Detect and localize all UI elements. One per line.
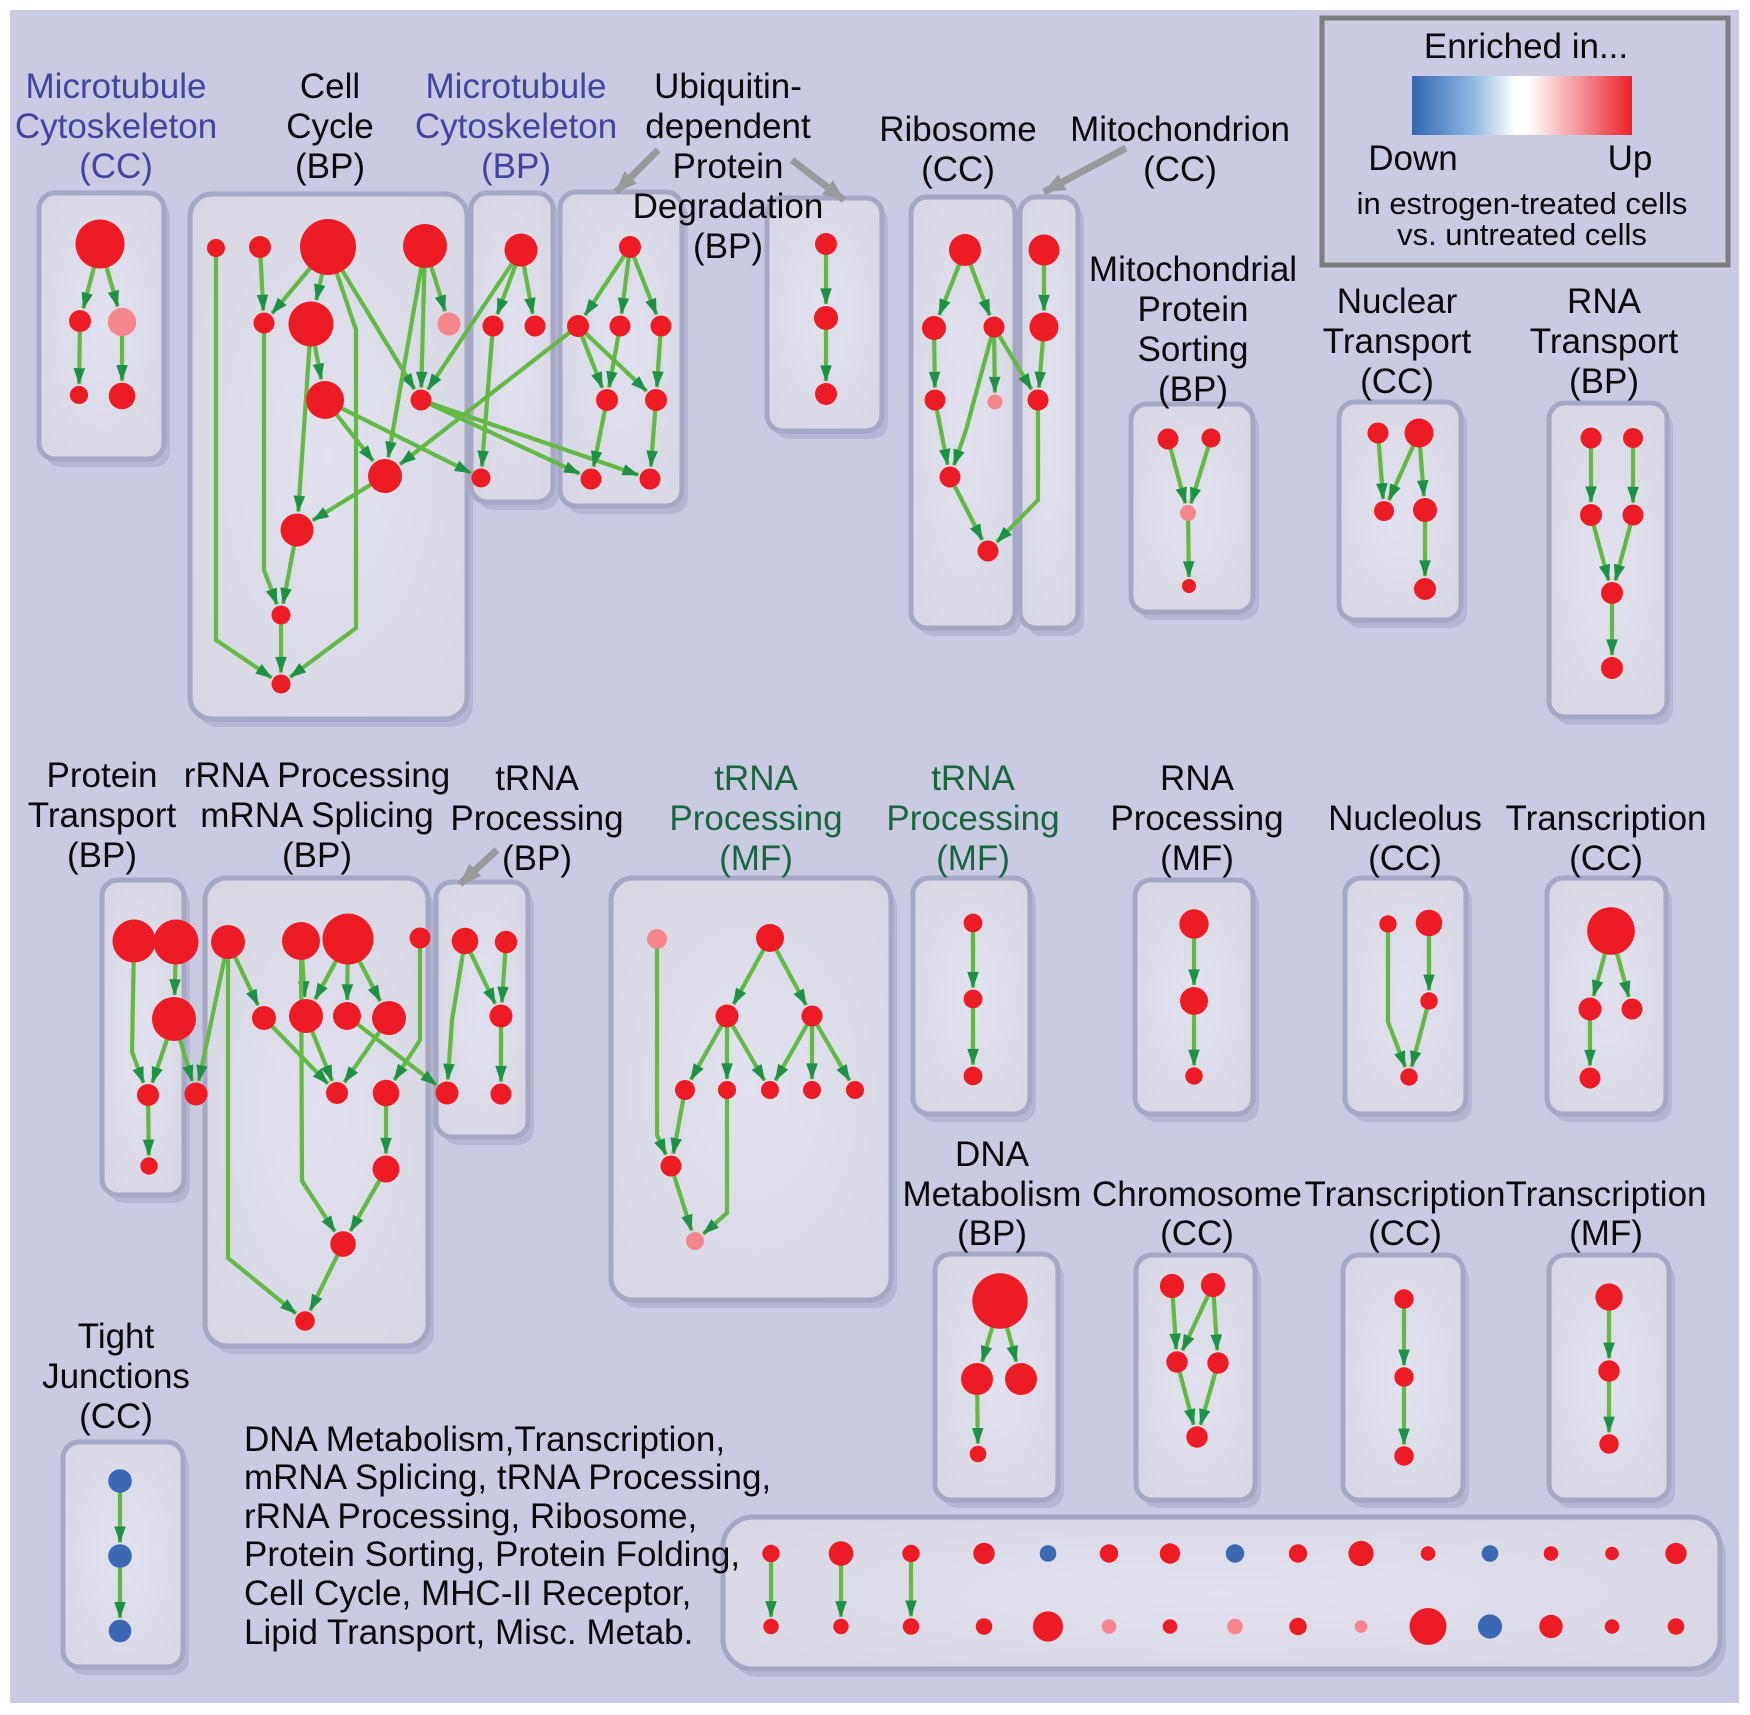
svg-text:RNA: RNA — [1567, 282, 1642, 321]
svg-text:vs. untreated cells: vs. untreated cells — [1397, 217, 1647, 252]
svg-text:Transcription: Transcription — [1305, 1175, 1506, 1214]
svg-text:tRNA: tRNA — [714, 759, 798, 798]
svg-text:(MF): (MF) — [1160, 839, 1234, 878]
svg-text:Microtubule: Microtubule — [26, 67, 207, 106]
svg-text:Up: Up — [1608, 139, 1653, 178]
svg-text:in estrogen-treated cells: in estrogen-treated cells — [1357, 186, 1688, 221]
svg-text:(CC): (CC) — [1368, 1214, 1442, 1253]
svg-text:Cell: Cell — [300, 67, 360, 106]
svg-text:Transport: Transport — [28, 796, 177, 835]
svg-text:(CC): (CC) — [1160, 1214, 1234, 1253]
svg-text:mRNA Splicing: mRNA Splicing — [200, 796, 433, 835]
svg-text:(BP): (BP) — [502, 839, 572, 878]
svg-text:Mitochondrial: Mitochondrial — [1089, 250, 1297, 289]
svg-text:Chromosome: Chromosome — [1092, 1175, 1302, 1214]
svg-text:mRNA Splicing, tRNA Processing: mRNA Splicing, tRNA Processing, — [244, 1458, 771, 1497]
svg-text:tRNA: tRNA — [931, 759, 1015, 798]
svg-text:Metabolism: Metabolism — [903, 1175, 1082, 1214]
svg-text:(CC): (CC) — [1569, 839, 1643, 878]
svg-text:Protein Sorting, Protein Foldi: Protein Sorting, Protein Folding, — [244, 1535, 740, 1574]
svg-text:(MF): (MF) — [1569, 1214, 1643, 1253]
svg-text:Transport: Transport — [1323, 322, 1472, 361]
svg-text:(BP): (BP) — [693, 227, 763, 266]
svg-text:Degradation: Degradation — [633, 187, 824, 226]
svg-text:(CC): (CC) — [79, 1397, 153, 1436]
svg-text:Transcription: Transcription — [1506, 1175, 1707, 1214]
svg-text:Cycle: Cycle — [286, 107, 374, 146]
svg-text:Lipid Transport, Misc. Metab.: Lipid Transport, Misc. Metab. — [244, 1613, 693, 1652]
svg-text:(MF): (MF) — [936, 839, 1010, 878]
svg-text:Transport: Transport — [1530, 322, 1679, 361]
svg-text:dependent: dependent — [645, 107, 811, 146]
svg-text:Protein: Protein — [47, 756, 158, 795]
svg-text:Microtubule: Microtubule — [426, 67, 607, 106]
svg-text:(BP): (BP) — [282, 836, 352, 875]
svg-text:RNA: RNA — [1160, 759, 1235, 798]
svg-text:Junctions: Junctions — [42, 1357, 190, 1396]
svg-text:DNA: DNA — [955, 1135, 1030, 1174]
svg-text:(BP): (BP) — [295, 147, 365, 186]
svg-text:Down: Down — [1368, 139, 1457, 178]
svg-text:(CC): (CC) — [1360, 362, 1434, 401]
svg-text:Cytoskeleton: Cytoskeleton — [415, 107, 617, 146]
svg-text:(BP): (BP) — [1158, 370, 1228, 409]
svg-text:(BP): (BP) — [1569, 362, 1639, 401]
svg-text:Enriched in...: Enriched in... — [1424, 27, 1628, 66]
svg-text:Tight: Tight — [78, 1317, 155, 1356]
svg-text:Processing: Processing — [1110, 799, 1283, 838]
svg-text:(CC): (CC) — [79, 147, 153, 186]
svg-text:Sorting: Sorting — [1138, 330, 1249, 369]
svg-text:Transcription: Transcription — [1506, 799, 1707, 838]
svg-text:Cell Cycle, MHC-II Receptor,: Cell Cycle, MHC-II Receptor, — [244, 1574, 691, 1613]
svg-text:Processing: Processing — [669, 799, 842, 838]
svg-text:rRNA Processing, Ribosome,: rRNA Processing, Ribosome, — [244, 1497, 697, 1536]
svg-text:tRNA: tRNA — [495, 759, 579, 798]
svg-text:(MF): (MF) — [719, 839, 793, 878]
svg-text:Processing: Processing — [450, 799, 623, 838]
svg-text:DNA Metabolism,Transcription,: DNA Metabolism,Transcription, — [244, 1420, 725, 1459]
svg-text:Protein: Protein — [1138, 290, 1249, 329]
svg-text:Nuclear: Nuclear — [1337, 282, 1458, 321]
svg-text:Protein: Protein — [673, 147, 784, 186]
svg-text:(CC): (CC) — [1368, 839, 1442, 878]
svg-text:Ubiquitin-: Ubiquitin- — [654, 67, 802, 106]
svg-text:Ribosome: Ribosome — [879, 110, 1037, 149]
svg-text:(BP): (BP) — [957, 1214, 1027, 1253]
svg-text:(BP): (BP) — [67, 836, 137, 875]
svg-text:(BP): (BP) — [481, 147, 551, 186]
svg-text:Processing: Processing — [886, 799, 1059, 838]
svg-text:Nucleolus: Nucleolus — [1328, 799, 1482, 838]
svg-text:rRNA Processing: rRNA Processing — [184, 756, 450, 795]
svg-text:(CC): (CC) — [1143, 150, 1217, 189]
svg-text:Mitochondrion: Mitochondrion — [1070, 110, 1290, 149]
svg-text:(CC): (CC) — [921, 150, 995, 189]
svg-text:Cytoskeleton: Cytoskeleton — [15, 107, 217, 146]
